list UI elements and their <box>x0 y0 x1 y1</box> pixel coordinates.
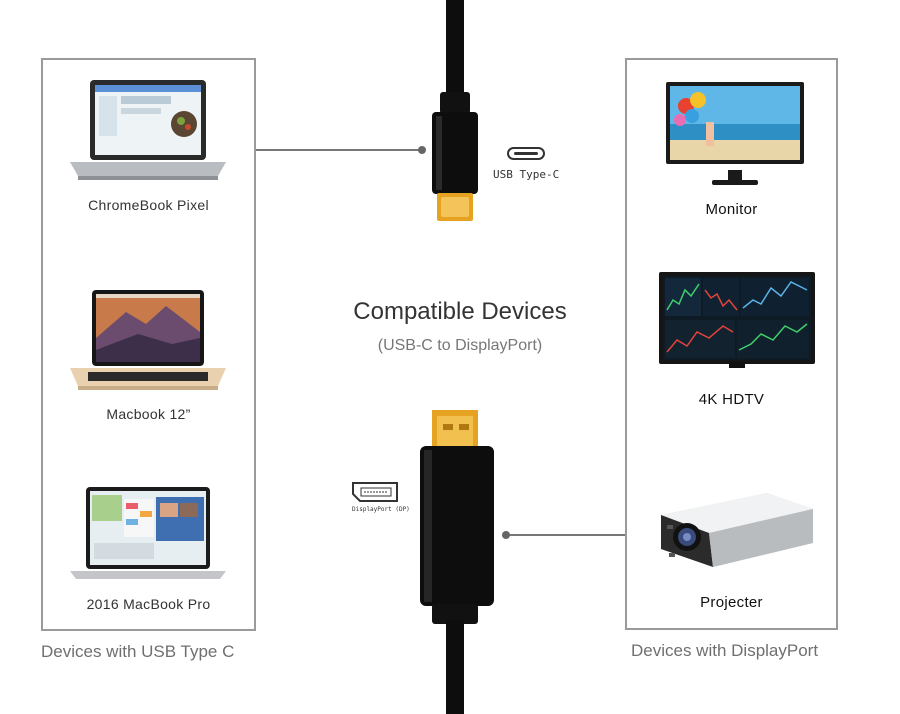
displayport-port-label: DisplayPort (DP) <box>352 506 410 513</box>
diagram-subtitle: (USB-C to DisplayPort) <box>377 337 543 354</box>
displayport-devices-panel: Monitor 4K HDTV Projecter <box>625 58 838 630</box>
cable-bottom <box>446 620 464 714</box>
device-label: 4K HDTV <box>698 391 765 408</box>
monitor-icon <box>666 82 804 185</box>
cable-top <box>446 0 464 100</box>
device-label: Macbook 12” <box>106 406 191 422</box>
diagram-title: Compatible Devices <box>353 298 567 325</box>
device-label: 2016 MacBook Pro <box>86 596 211 612</box>
device-label: Projecter <box>700 594 763 611</box>
dp-strain-relief <box>432 604 478 624</box>
tv-icon <box>659 272 815 368</box>
laptop-icon <box>70 487 226 579</box>
displayport-group-caption: Devices with DisplayPort <box>631 641 819 660</box>
usb-c-port-icon <box>507 147 545 160</box>
device-label: Monitor <box>705 201 758 218</box>
device-label: ChromeBook Pixel <box>88 197 209 213</box>
usb-c-connector-body <box>432 112 478 194</box>
laptop-icon <box>70 80 226 180</box>
usb-c-port-label: USB Type-C <box>493 168 560 181</box>
usb-c-strain-relief <box>440 92 470 114</box>
projector-icon <box>661 493 813 567</box>
usb-type-c-group-caption: Devices with USB Type C <box>41 642 235 661</box>
displayport-port-icon <box>352 482 398 502</box>
usb-type-c-devices-panel: ChromeBook Pixel Macbook 12” 2016 MacBoo… <box>41 58 256 631</box>
laptop-icon <box>70 290 226 390</box>
dp-connector-body <box>420 446 494 606</box>
